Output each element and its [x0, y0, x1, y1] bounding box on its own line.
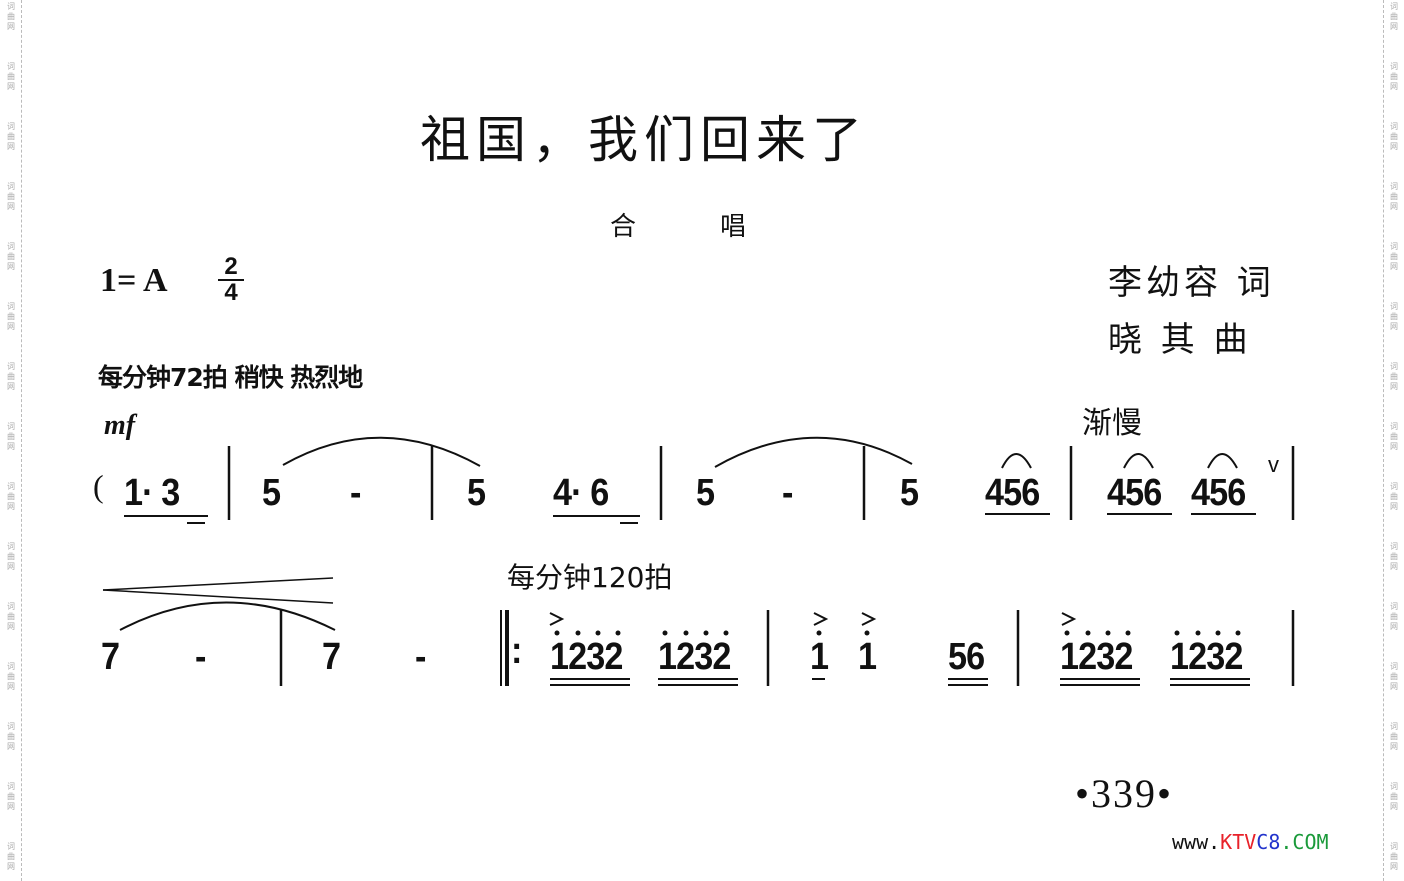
watermark-text: 词曲网	[1390, 2, 1398, 31]
watermark-text: 词曲网	[1390, 422, 1398, 451]
url-brand1: KTV	[1220, 830, 1257, 854]
rest-dash: -	[782, 472, 793, 514]
slurs-1	[282, 436, 1238, 469]
time-top: 2	[224, 253, 238, 280]
tempo-marking: 每分钟72拍 稍快 热烈地	[98, 363, 363, 392]
rest-dash: -	[415, 636, 426, 678]
key-signature: 1= A	[100, 262, 168, 299]
watermark-text: 词曲网	[7, 782, 15, 811]
note: 5	[900, 472, 919, 514]
subtitle-2: 唱	[720, 212, 747, 242]
watermark-text: 词曲网	[1390, 362, 1398, 391]
watermark-text: 词曲网	[1390, 62, 1398, 91]
note-group: 56	[948, 636, 985, 678]
watermark-text: 词曲网	[7, 662, 15, 691]
dynamic-mark: mf	[104, 410, 136, 441]
composer-credit: 晓 其 曲	[1108, 320, 1252, 360]
watermark-text: 词曲网	[1390, 722, 1398, 751]
underlines-1	[124, 513, 1256, 524]
accents	[549, 612, 1077, 626]
rest-dash: -	[195, 636, 206, 678]
note: 5	[696, 472, 715, 514]
repeat-dots: :	[511, 630, 522, 672]
site-url: www.KTVC8.COM	[1172, 830, 1329, 854]
note: 7	[101, 636, 120, 678]
url-prefix: www.	[1172, 830, 1221, 854]
watermark-text: 词曲网	[7, 302, 15, 331]
underlines-2	[550, 678, 1250, 686]
rest-dash: -	[350, 472, 361, 514]
left-margin-line	[21, 0, 22, 881]
url-brand2: C8	[1256, 830, 1281, 854]
watermark-text: 词曲网	[1390, 242, 1398, 271]
watermark-text: 词曲网	[7, 482, 15, 511]
watermark-text: 词曲网	[1390, 482, 1398, 511]
watermark-text: 词曲网	[7, 362, 15, 391]
watermark-text: 词曲网	[7, 242, 15, 271]
barlines-2	[279, 610, 1295, 686]
watermark-text: 词曲网	[7, 542, 15, 571]
octave-dots	[554, 630, 1241, 636]
note: 5	[262, 472, 281, 514]
triplet: 456	[1107, 472, 1162, 514]
watermark-text: 词曲网	[1390, 782, 1398, 811]
ritardando-mark: 渐慢	[1082, 406, 1142, 441]
song-title: 祖国，我们回来了	[420, 111, 868, 169]
watermark-text: 词曲网	[1390, 842, 1398, 871]
watermark-text: 词曲网	[7, 842, 15, 871]
note: 7	[322, 636, 341, 678]
note: 5	[467, 472, 486, 514]
time-bottom: 4	[224, 279, 238, 306]
subtitle-1: 合	[610, 212, 637, 242]
watermark-text: 词曲网	[7, 62, 15, 91]
note: 1	[858, 636, 877, 678]
slurs-hairpin-2	[102, 577, 336, 631]
page-number: •339•	[1075, 771, 1174, 816]
watermark-text: 词曲网	[1390, 122, 1398, 151]
watermark-text: 词曲网	[7, 722, 15, 751]
note-group: 1232	[1170, 636, 1243, 678]
watermark-text: 词曲网	[1390, 542, 1398, 571]
note: 1	[810, 636, 829, 678]
breath-mark: v	[1268, 452, 1279, 477]
watermark-text: 词曲网	[7, 122, 15, 151]
watermark-text: 词曲网	[7, 422, 15, 451]
triplet: 456	[985, 472, 1040, 514]
tempo-marking-2: 每分钟120拍	[507, 561, 673, 594]
watermark-text: 词曲网	[1390, 182, 1398, 211]
watermark-text: 词曲网	[7, 2, 15, 31]
note-group: 1232	[1060, 636, 1133, 678]
note-group: 1232	[550, 636, 623, 678]
note: 4· 6	[553, 472, 609, 514]
right-margin-line	[1383, 0, 1384, 881]
time-signature: 2 4	[218, 253, 244, 306]
barlines-1	[227, 446, 1295, 520]
note-group: 1232	[658, 636, 731, 678]
watermark-text: 词曲网	[1390, 602, 1398, 631]
watermark-text: 词曲网	[1390, 662, 1398, 691]
url-suffix: .COM	[1280, 830, 1329, 854]
note: 1· 3	[124, 472, 180, 514]
open-paren: (	[93, 468, 104, 504]
lyricist-credit: 李幼容 词	[1108, 263, 1275, 303]
triplet: 456	[1191, 472, 1246, 514]
watermark-text: 词曲网	[1390, 302, 1398, 331]
watermark-text: 词曲网	[7, 602, 15, 631]
watermark-text: 词曲网	[7, 182, 15, 211]
